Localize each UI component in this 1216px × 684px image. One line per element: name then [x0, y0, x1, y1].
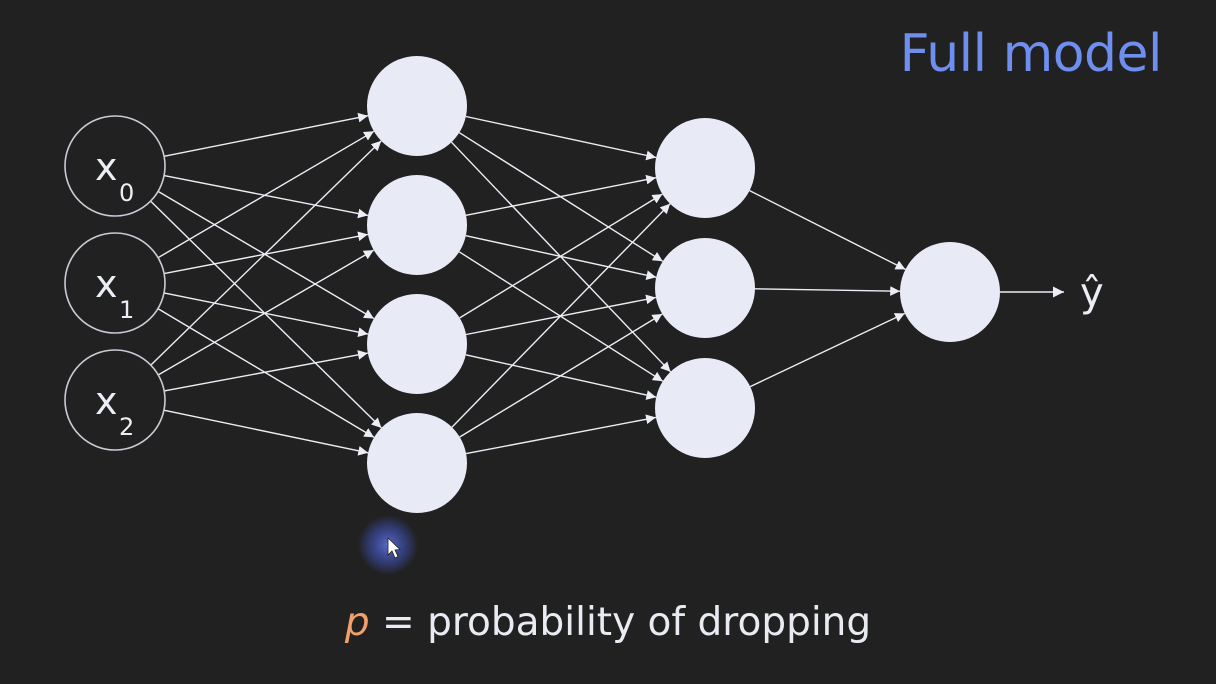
input-node-0 — [64, 115, 166, 217]
connections — [150, 112, 1064, 456]
hidden-node-l2-2 — [655, 358, 755, 458]
caption-text: = probability of dropping — [369, 600, 872, 645]
edge-l0-1-to-2 — [163, 292, 369, 337]
hidden-node-l1-1 — [367, 175, 467, 275]
hidden-node-l2-0 — [655, 118, 755, 218]
edge-l0-2-to-2 — [164, 350, 368, 392]
caption: p = probability of dropping — [0, 600, 1216, 645]
output-node — [900, 242, 1000, 342]
edge-l2-0-to-0 — [749, 189, 906, 271]
edge-l0-1-to-3 — [157, 307, 375, 439]
edge-l2-2-to-0 — [749, 312, 906, 388]
input-label-2: x — [95, 379, 118, 423]
input-label-0: x — [95, 145, 118, 189]
edge-l0-2-to-3 — [163, 409, 369, 456]
mouse-pointer-icon — [387, 537, 401, 559]
hidden-node-l1-2 — [367, 294, 467, 394]
edge-l0-2-to-1 — [157, 249, 375, 376]
input-label-1: x — [95, 262, 118, 306]
input-node-2 — [64, 349, 166, 451]
input-subscript-0: 0 — [119, 179, 134, 207]
input-node-1 — [64, 232, 166, 334]
output-label: ŷ — [1080, 270, 1104, 316]
edge-l0-2-to-0 — [150, 140, 382, 366]
edge-l1-3-to-1 — [459, 313, 663, 438]
edge-l0-0-to-1 — [163, 174, 369, 219]
edge-l1-0-to-0 — [465, 115, 657, 161]
edge-l0-0-to-0 — [163, 112, 369, 157]
caption-variable: p — [344, 600, 370, 645]
cursor-highlight — [358, 515, 418, 575]
edge-l0-0-to-3 — [150, 200, 382, 429]
edge-l1-3-to-2 — [465, 414, 657, 455]
edge-l1-1-to-0 — [465, 174, 657, 216]
input-subscript-2: 2 — [119, 413, 134, 441]
input-subscript-1: 1 — [119, 296, 134, 324]
hidden-node-l1-3 — [367, 413, 467, 513]
edge-l0-1-to-1 — [163, 231, 369, 275]
edge-l2-1-to-0 — [754, 286, 901, 296]
hidden-node-l2-1 — [655, 238, 755, 338]
edge-l0-0-to-2 — [157, 190, 375, 320]
hidden-node-l1-0 — [367, 56, 467, 156]
edge-l1-2-to-0 — [459, 193, 663, 319]
neurons — [64, 56, 1000, 513]
page-title: Full model — [899, 24, 1163, 84]
edge-l1-3-to-0 — [451, 203, 671, 428]
edge-l0-1-to-0 — [157, 130, 375, 259]
